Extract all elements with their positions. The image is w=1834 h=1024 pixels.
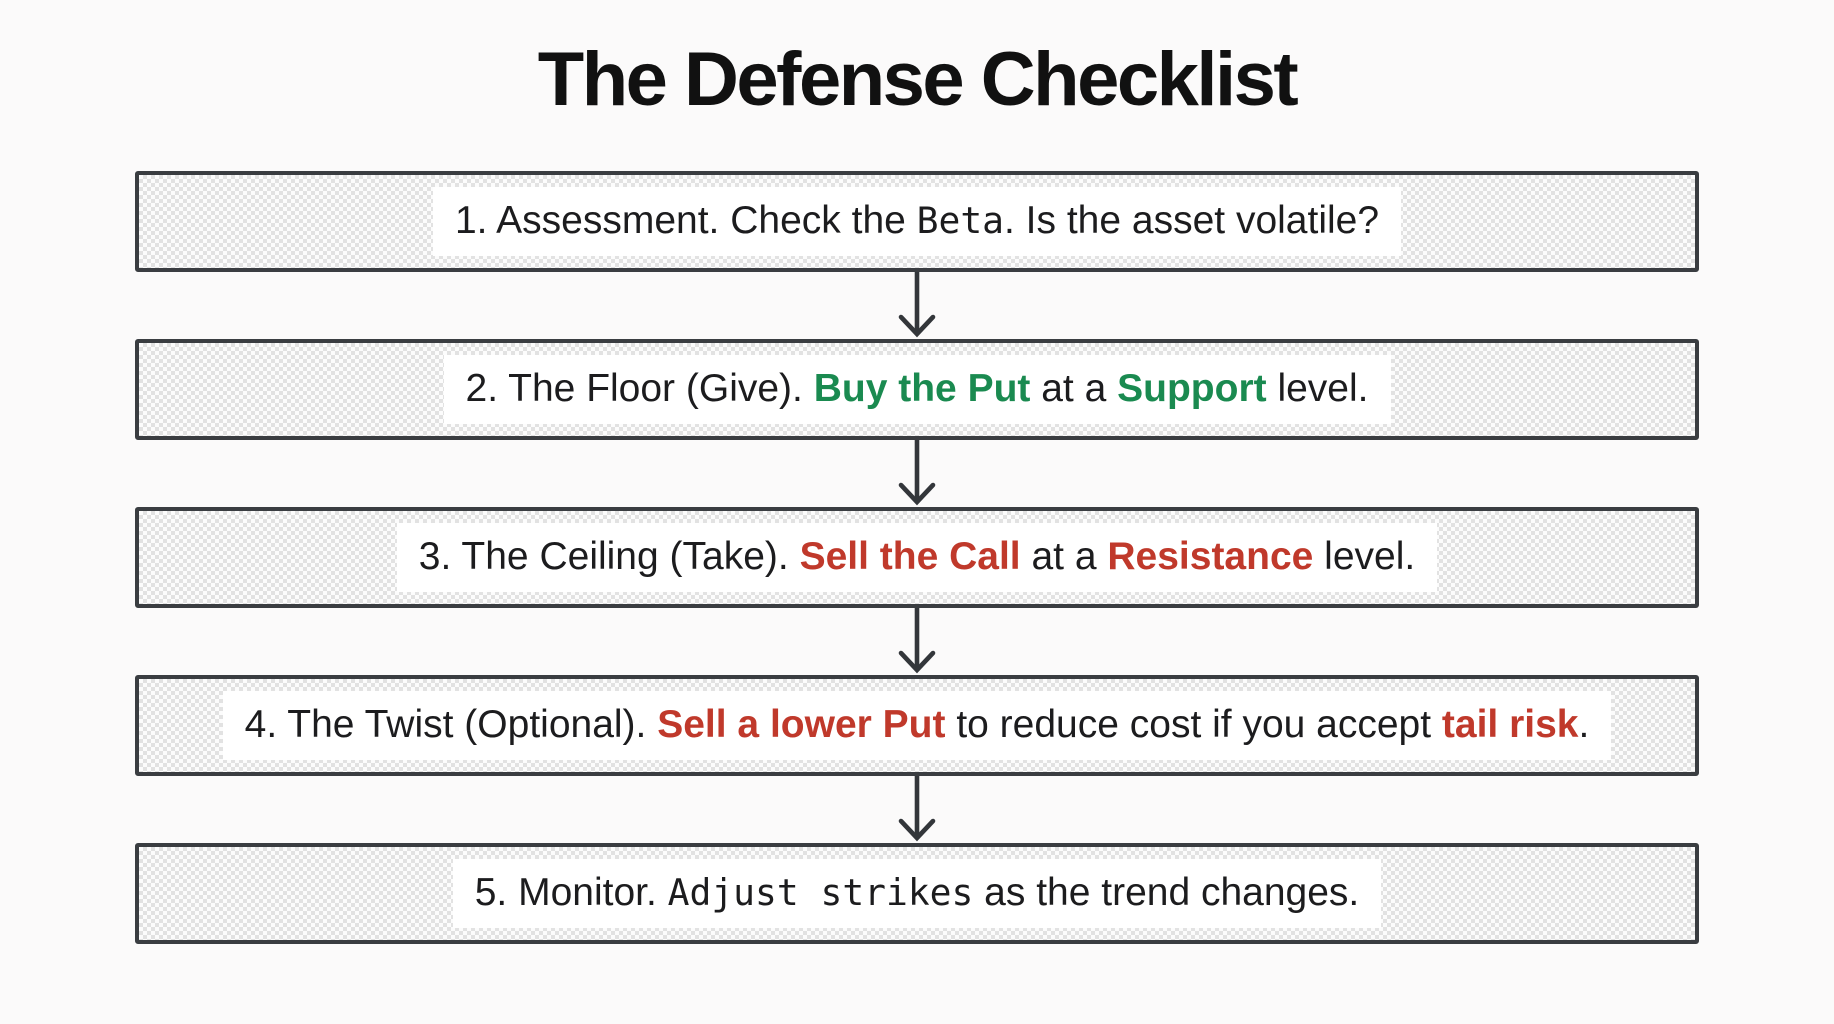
checklist-box-step-5-monitor: 5. Monitor. Adjust strikes as the trend … (135, 843, 1699, 945)
step-text-segment: . Is the asset volatile? (1004, 199, 1380, 243)
step-text-segment: 1. Assessment. Check the (454, 199, 917, 243)
down-arrow-icon (898, 272, 936, 338)
step-text-segment: Beta (916, 199, 1004, 243)
step-text-segment: level. (1266, 367, 1369, 411)
step-text-segment: 4. The Twist (Optional). (244, 703, 658, 747)
step-text-segment: 5. Monitor. (474, 871, 668, 915)
step-text-segment: Sell a lower Put (657, 703, 946, 747)
down-arrow-icon (898, 776, 936, 842)
step-text-segment: to reduce cost if you accept (945, 703, 1442, 747)
step-text-segment: . (1578, 703, 1590, 747)
step-text: 3. The Ceiling (Take). Sell the Call at … (396, 523, 1438, 593)
step-text-segment: tail risk (1441, 703, 1579, 747)
checklist-box-step-3-ceiling: 3. The Ceiling (Take). Sell the Call at … (135, 507, 1699, 609)
down-arrow-icon (898, 440, 936, 506)
step-text: 2. The Floor (Give). Buy the Put at a Su… (443, 355, 1391, 425)
checklist-flow: 1. Assessment. Check the Beta. Is the as… (135, 171, 1699, 945)
step-text-segment: at a (1020, 535, 1108, 579)
step-text: 5. Monitor. Adjust strikes as the trend … (452, 859, 1382, 929)
checklist-box-step-4-twist: 4. The Twist (Optional). Sell a lower Pu… (135, 675, 1699, 777)
step-text: 4. The Twist (Optional). Sell a lower Pu… (222, 691, 1612, 761)
step-text-segment: at a (1030, 367, 1118, 411)
checklist-box-step-2-floor: 2. The Floor (Give). Buy the Put at a Su… (135, 339, 1699, 441)
step-text-segment: Support (1117, 367, 1267, 411)
step-text-segment: 3. The Ceiling (Take). (418, 535, 800, 579)
step-text-segment: 2. The Floor (Give). (465, 367, 814, 411)
down-arrow-icon (898, 608, 936, 674)
step-text-segment: level. (1313, 535, 1416, 579)
step-text-segment: Resistance (1107, 535, 1314, 579)
step-text-segment: as the trend changes. (973, 871, 1360, 915)
page-title: The Defense Checklist (537, 37, 1299, 122)
step-text-segment: Buy the Put (813, 367, 1031, 411)
checklist-box-step-1-assessment: 1. Assessment. Check the Beta. Is the as… (135, 171, 1699, 273)
step-text: 1. Assessment. Check the Beta. Is the as… (432, 187, 1402, 257)
step-text-segment: Adjust strikes (667, 871, 974, 915)
step-text-segment: Sell the Call (799, 535, 1021, 579)
